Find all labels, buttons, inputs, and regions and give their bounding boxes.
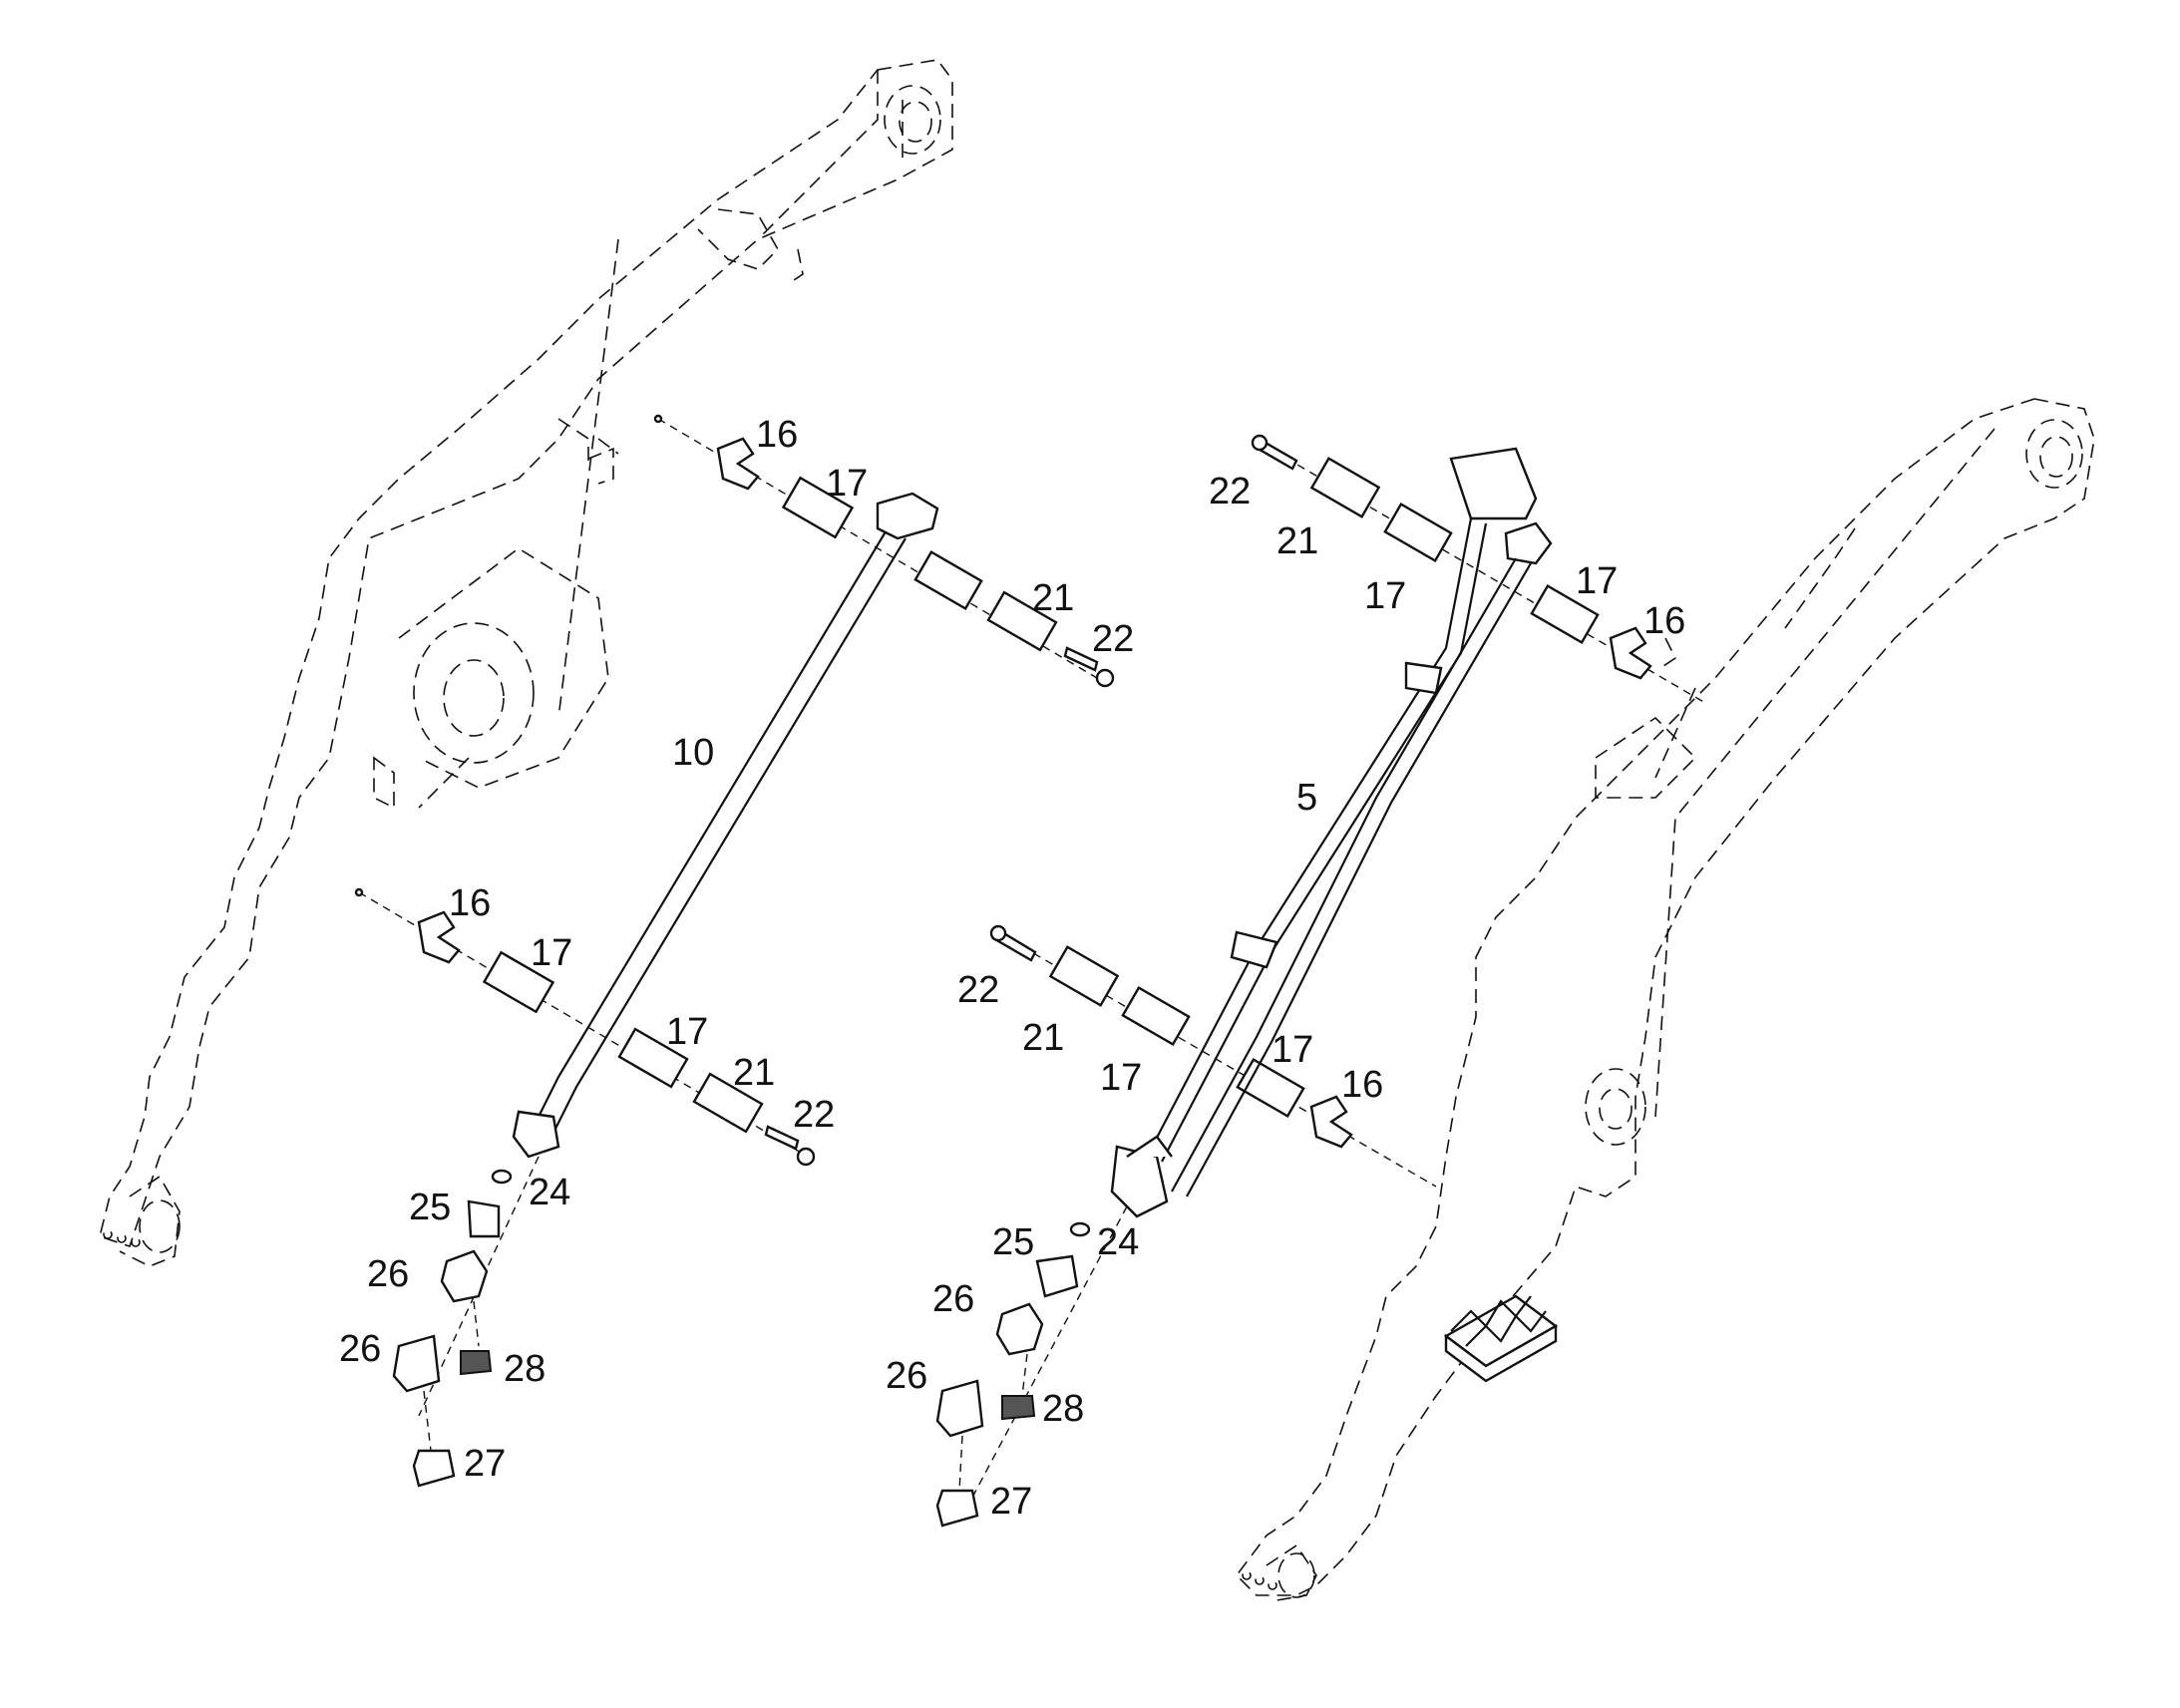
right-cap-27 — [935, 1489, 979, 1528]
left-lower-bolt-22 — [764, 1125, 800, 1151]
step-plate — [1443, 1294, 1559, 1383]
right-hose-top-block — [1449, 447, 1538, 520]
callout-16: 16 — [1643, 600, 1685, 642]
left-upper-plate-21 — [986, 590, 1058, 652]
right-lower-clamp-assembly — [989, 924, 1437, 1188]
right-hose-5 — [1110, 447, 1553, 1218]
left-lower-clamp-17 — [482, 950, 555, 1014]
callout-21: 21 — [1276, 520, 1318, 562]
left-oring-24 — [491, 1169, 513, 1185]
callout-17: 17 — [1272, 1029, 1313, 1071]
callout-16: 16 — [756, 414, 798, 456]
callout-17: 17 — [1364, 575, 1406, 617]
callout-22: 22 — [1092, 618, 1134, 660]
left-fittings — [392, 1156, 540, 1488]
callout-27: 27 — [990, 1481, 1032, 1523]
callout-21: 21 — [1022, 1017, 1064, 1059]
callout-25: 25 — [992, 1221, 1034, 1263]
left-lower-clip-16 — [417, 910, 461, 964]
callout-17: 17 — [531, 932, 572, 974]
callout-26: 26 — [886, 1355, 927, 1397]
right-plug-28 — [1001, 1395, 1036, 1421]
left-cap-27 — [412, 1449, 456, 1488]
callout-16: 16 — [449, 882, 491, 924]
callout-28: 28 — [504, 1348, 545, 1390]
right-coupler-26a — [995, 1302, 1044, 1356]
callout-10: 10 — [672, 732, 714, 774]
right-upper-clamp-assembly — [1251, 434, 1706, 704]
left-plug-28 — [460, 1350, 493, 1376]
right-lower-clamp-17a — [1121, 986, 1191, 1046]
callout-26: 26 — [339, 1328, 381, 1370]
right-upper-plate-21 — [1309, 457, 1381, 518]
callout-26: 26 — [367, 1253, 409, 1295]
left-upper-clamp-17b — [913, 550, 983, 610]
callout-26: 26 — [932, 1278, 974, 1320]
right-fittings — [935, 1205, 1128, 1528]
callout-21: 21 — [733, 1052, 775, 1094]
left-lower-clamp-assembly — [354, 887, 816, 1167]
left-upper-clip-16 — [716, 437, 760, 491]
left-coupler-26a — [440, 1249, 489, 1303]
right-upper-clip-16 — [1609, 626, 1652, 680]
left-upper-clamp-17 — [781, 476, 855, 539]
left-adapter-25 — [467, 1199, 501, 1238]
left-lower-plate-21 — [692, 1072, 764, 1134]
callout-17: 17 — [826, 463, 868, 505]
left-loader-arm-outline — [99, 59, 953, 1267]
right-lower-plate-21 — [1048, 945, 1120, 1007]
left-coupler-26b — [392, 1334, 441, 1393]
callout-17: 17 — [1100, 1057, 1142, 1099]
right-oring-24 — [1069, 1221, 1091, 1237]
callout-21: 21 — [1032, 577, 1074, 619]
right-coupler-26b — [935, 1379, 984, 1438]
callout-16: 16 — [1341, 1064, 1383, 1106]
callout-17: 17 — [666, 1011, 708, 1053]
callout-24: 24 — [1097, 1221, 1139, 1263]
callout-5: 5 — [1296, 777, 1317, 819]
right-lower-clip-16 — [1309, 1095, 1353, 1149]
left-lower-clamp-17b — [617, 1027, 689, 1089]
callout-25: 25 — [409, 1187, 451, 1228]
left-callouts: 16 17 21 22 10 16 17 17 21 22 24 25 26 2… — [339, 414, 1134, 1485]
right-upper-clamp-17a — [1383, 503, 1453, 562]
right-adapter-25 — [1035, 1254, 1079, 1298]
left-upper-clamp-assembly — [653, 414, 1115, 688]
right-loader-arm-outline — [1235, 398, 2095, 1601]
callout-24: 24 — [529, 1172, 570, 1213]
callout-22: 22 — [793, 1094, 835, 1136]
callout-17: 17 — [1576, 560, 1618, 602]
callout-27: 27 — [464, 1443, 506, 1485]
callout-22: 22 — [957, 969, 999, 1011]
callout-22: 22 — [1209, 471, 1251, 512]
callout-28: 28 — [1042, 1388, 1084, 1430]
right-upper-clamp-17b — [1530, 584, 1600, 644]
right-callouts: 22 21 17 17 16 5 22 21 17 17 16 24 25 26… — [886, 471, 1685, 1523]
left-hose-10 — [512, 492, 939, 1159]
left-upper-bolt-22 — [1063, 646, 1099, 672]
